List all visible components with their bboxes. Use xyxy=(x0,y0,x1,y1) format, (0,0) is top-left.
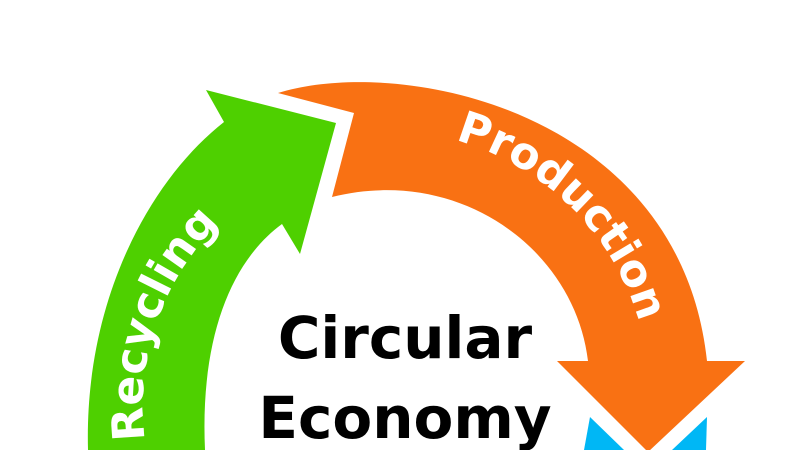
production-arrow xyxy=(278,82,745,450)
center-title-line1: Circular xyxy=(278,304,533,372)
center-title-line2: Economy xyxy=(258,384,551,450)
recycling-arrow xyxy=(87,90,337,450)
blue-stage-arrow xyxy=(584,417,707,450)
